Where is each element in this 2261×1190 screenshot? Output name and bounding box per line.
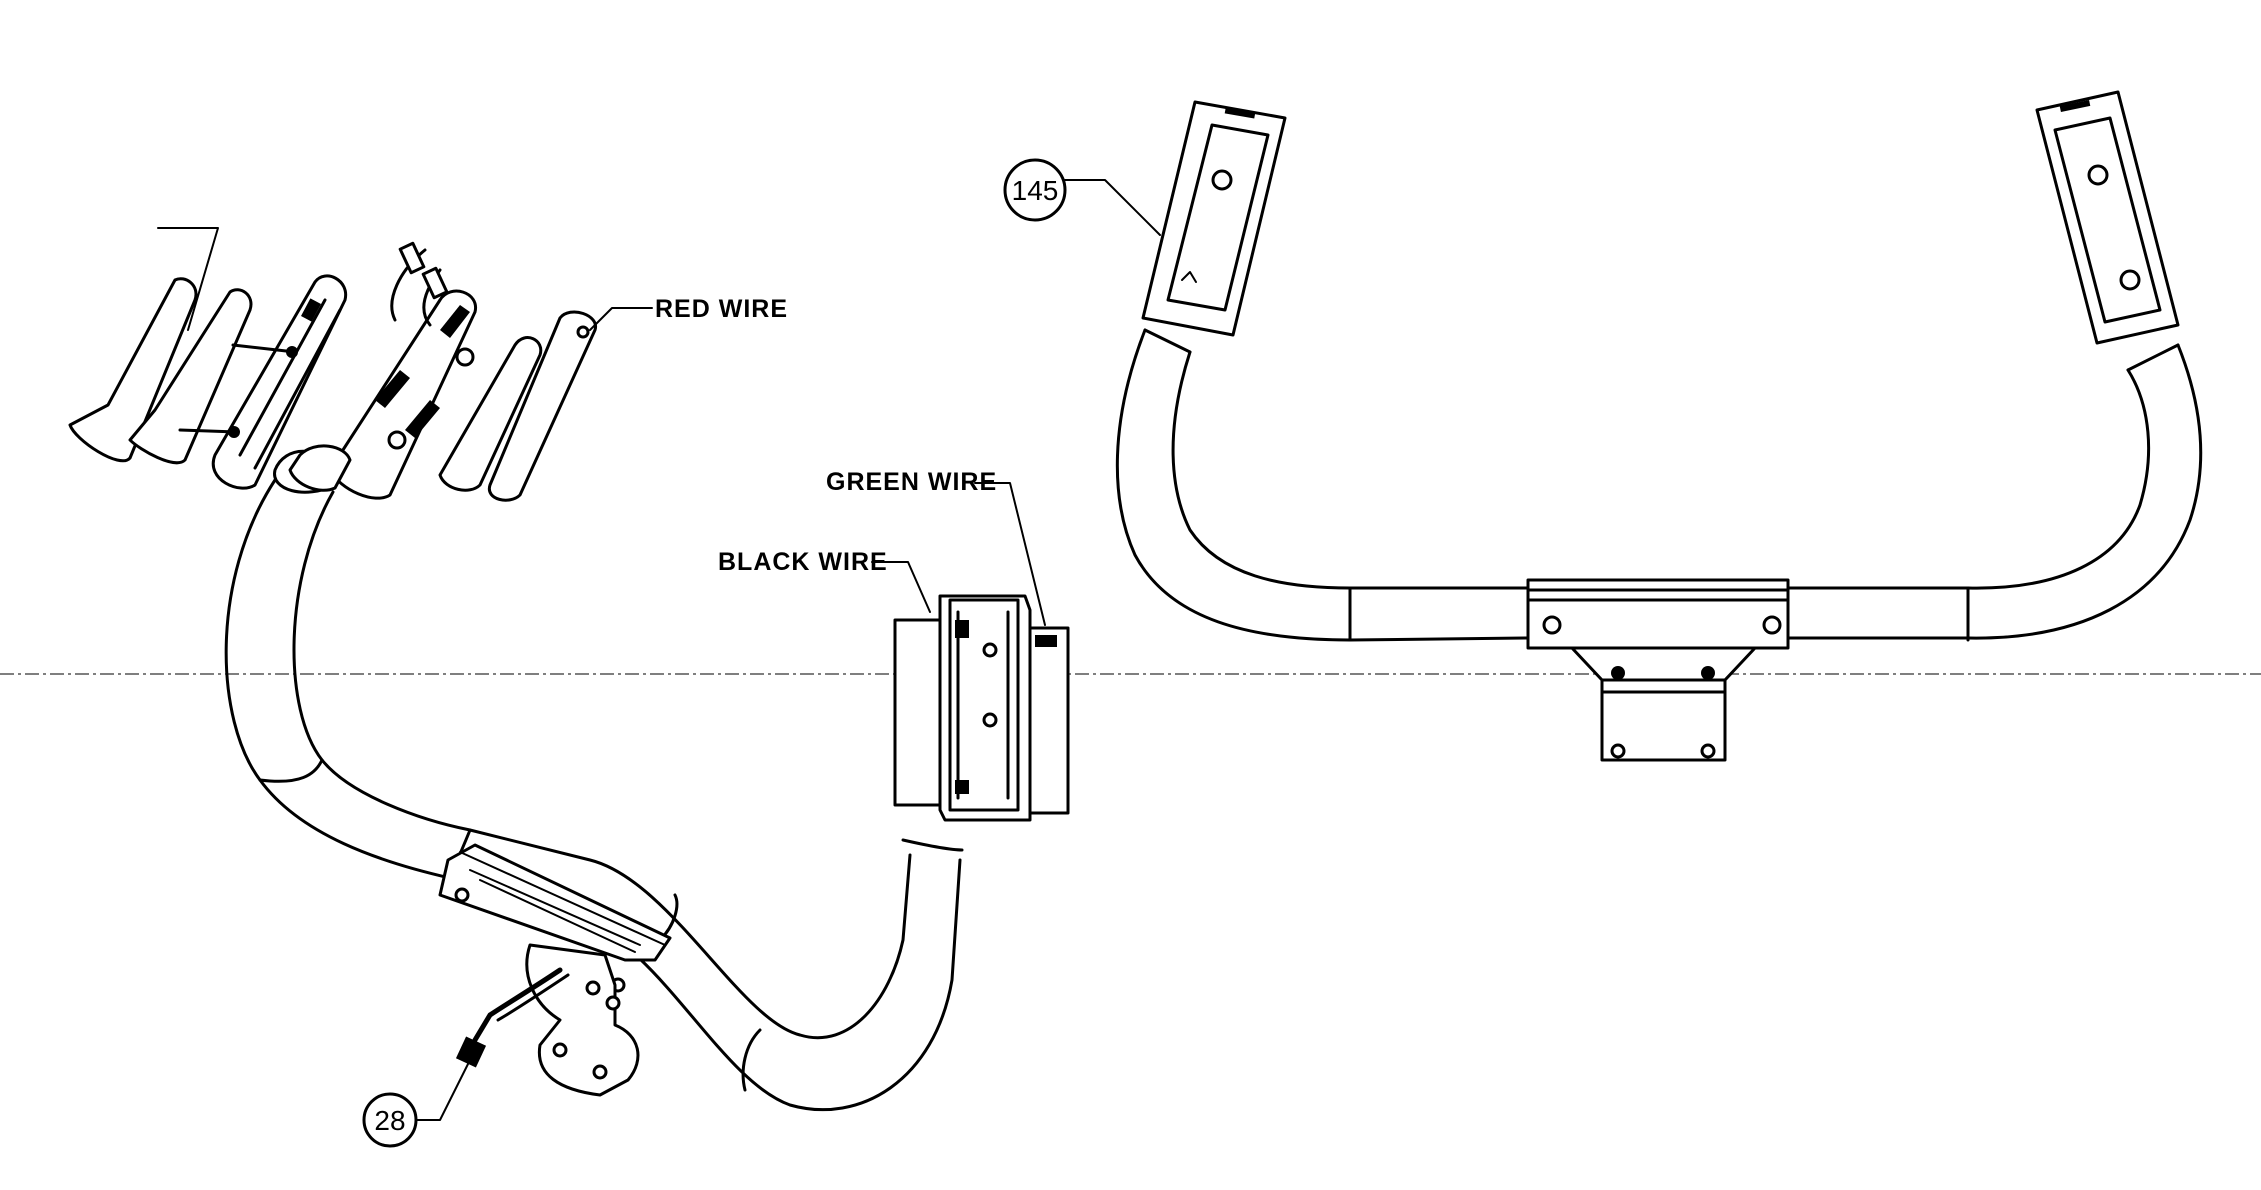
balloon-145: [1003, 158, 1067, 222]
label-red-wire: RED WIRE: [655, 295, 788, 323]
rh-right-sensor: [2035, 90, 2180, 345]
label-green-wire: GREEN WIRE: [826, 468, 997, 496]
right-sensor-stack: [893, 594, 1070, 822]
tube-inner: [292, 490, 912, 1040]
leader-green-wire: [974, 482, 1046, 626]
rh-tube-inner: [1171, 350, 2151, 590]
rh-left-sensor: [1141, 100, 1287, 337]
part-number-28: 28: [374, 1105, 405, 1136]
screw-lower: [178, 428, 239, 434]
grip-band-1: [258, 758, 324, 783]
callout-green-wire: GREEN WIRE: [826, 468, 1046, 626]
rh-tube-outer: [1115, 328, 2203, 642]
grip-band-4: [741, 1028, 762, 1092]
callout-black-wire: BLACK WIRE: [718, 548, 931, 613]
mount-bracket: [525, 943, 640, 1097]
part-number-145: 145: [1012, 175, 1059, 206]
grip-band-5: [901, 838, 964, 852]
leader-red-wire: [589, 307, 653, 331]
leader-28: [415, 1059, 471, 1121]
rh-mount-bracket: [1570, 646, 1757, 762]
leader-145: [1064, 179, 1161, 236]
leader-black-wire: [871, 561, 931, 613]
center-clamp: [438, 843, 672, 993]
callout-part-145: 145: [1003, 158, 1161, 236]
callout-red-wire: RED WIRE: [589, 295, 788, 331]
leader-top-left: [157, 227, 219, 331]
left-grip-explosion: [68, 241, 597, 502]
wire-harness: [455, 967, 570, 1068]
rh-center-clamp: [1526, 578, 1790, 650]
screw-upper: [231, 343, 297, 354]
callout-part-28: 28: [362, 1059, 471, 1148]
label-black-wire: BLACK WIRE: [718, 548, 888, 576]
exploded-handlebar: [68, 227, 1070, 1112]
assembled-handlebar: [1115, 90, 2203, 762]
